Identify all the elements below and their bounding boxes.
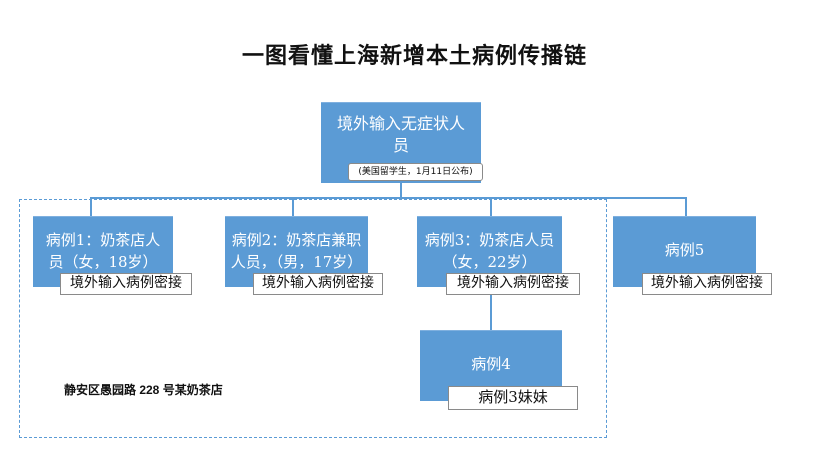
case-5-label: 境外输入病例密接 bbox=[642, 273, 772, 295]
milk-tea-shop-cluster-boundary bbox=[19, 199, 607, 438]
connector-horizontal bbox=[90, 197, 686, 199]
connector-case2 bbox=[292, 197, 294, 217]
case-4-label: 病例3妹妹 bbox=[448, 386, 578, 410]
connector-case1 bbox=[90, 197, 92, 217]
root-note: (美国留学生，1月11日公布) bbox=[348, 163, 483, 181]
page-title: 一图看懂上海新增本土病例传播链 bbox=[241, 44, 587, 69]
case-3-label: 境外输入病例密接 bbox=[446, 273, 580, 295]
case-2-text: 病例2：奶茶店兼职人员，（男，17岁） bbox=[230, 231, 363, 271]
case-1-label: 境外输入病例密接 bbox=[60, 273, 192, 295]
connector-case3-to-case4 bbox=[490, 292, 492, 330]
case-4-text: 病例4 bbox=[471, 355, 511, 373]
case-5-text: 病例5 bbox=[664, 241, 705, 259]
connector-root-down bbox=[400, 182, 402, 198]
connector-case5 bbox=[685, 197, 687, 217]
case-2-label: 境外输入病例密接 bbox=[253, 273, 383, 295]
connector-case3 bbox=[490, 197, 492, 217]
case-3-text: 病例3：奶茶店人员（女，22岁） bbox=[424, 231, 555, 271]
location-label: 静安区愚园路 228 号某奶茶店 bbox=[64, 383, 223, 397]
case-1-text: 病例1：奶茶店人员（女，18岁） bbox=[45, 231, 161, 271]
root-node-text: 境外输入无症状人员 bbox=[336, 114, 465, 155]
